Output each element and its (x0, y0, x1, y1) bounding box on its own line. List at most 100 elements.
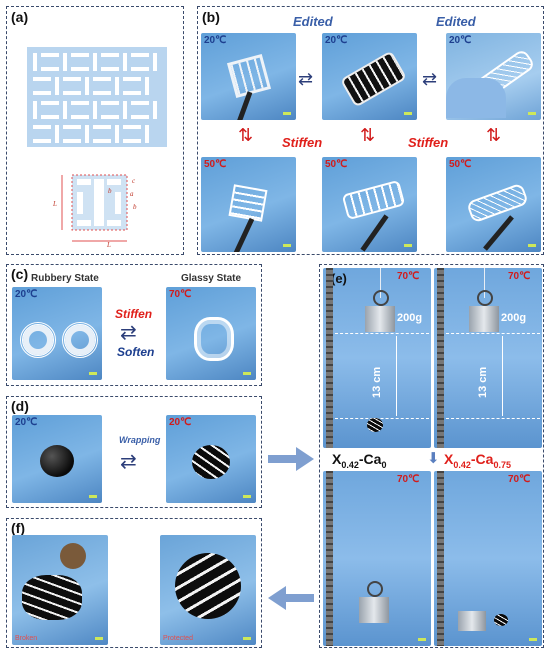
scale-bar (404, 112, 412, 115)
ruler (326, 268, 333, 448)
photo-f-protected: Protected (160, 535, 256, 645)
black-sphere (40, 445, 74, 477)
broken-note: Broken (15, 635, 38, 642)
formula-right: X0.42-Ca0.75 (444, 451, 511, 470)
panel-b-label: (b) (202, 9, 220, 25)
scale-bar (283, 244, 291, 247)
glassy-state-caption: Glassy State (181, 273, 242, 284)
spiral-disk-1 (20, 322, 56, 358)
rubbery-state-caption: Rubbery State (31, 273, 99, 284)
temp-label: 50℃ (325, 159, 348, 170)
distance-label: 13 cm (477, 366, 489, 398)
ruler (437, 471, 444, 646)
scale-bar (243, 637, 251, 640)
steel-weight (359, 597, 389, 623)
twisted-coil (194, 317, 234, 361)
weight-label: 200g (501, 312, 527, 324)
photo-b-2: 20℃ (322, 33, 417, 120)
bottom-dashed-line (446, 418, 540, 419)
panel-d-label: (d) (11, 398, 29, 414)
weight-hook (367, 581, 383, 597)
stiffen-cycle-icon: ⇅ (360, 125, 376, 145)
weight-hook (373, 290, 389, 306)
broken-sample (494, 614, 508, 626)
distance-label: 13 cm (371, 366, 383, 398)
dim-b-top: b (108, 187, 112, 195)
photo-e-bottom-right: 70℃ (434, 471, 542, 646)
protected-sphere (175, 553, 241, 619)
scale-bar (529, 638, 537, 641)
panel-a-label: (a) (11, 9, 29, 25)
unit-cell-diagram (61, 174, 128, 242)
ruler (437, 268, 444, 448)
cycle-arrow-icon: ⇄ (298, 69, 314, 89)
panel-d: (d) 20℃ Wrapping ⇄ 20℃ (6, 396, 262, 508)
cycle-arrow-icon: ⇄ (422, 69, 438, 89)
photo-d-left: 20℃ (12, 415, 102, 503)
ruler (326, 471, 333, 646)
temp-label: 70℃ (508, 271, 531, 282)
scale-bar (89, 372, 97, 375)
stiffen-label-2: Stiffen (408, 135, 449, 150)
formula-left: X0.42-Ca0 (332, 451, 387, 470)
wrapped-sample (367, 418, 383, 432)
panel-a: (a) (6, 6, 184, 255)
panel-f: (f) Broken Protected (6, 518, 262, 648)
photo-e-bottom-left: 70℃ (323, 471, 431, 646)
tweezer (483, 215, 514, 251)
temp-label: 20℃ (169, 417, 192, 428)
dim-a: a (130, 190, 134, 198)
arrow-to-e-icon (268, 447, 314, 471)
soften-label: Soften (117, 345, 155, 359)
edited-label-1: Edited (293, 14, 333, 29)
panel-f-label: (f) (11, 520, 25, 536)
top-dashed-line (446, 333, 540, 334)
panel-c: (c) Rubbery State Glassy State 20℃ Stiff… (6, 264, 262, 386)
lattice-tube-stiff (341, 179, 406, 221)
top-dashed-line (335, 333, 429, 334)
arrow-to-f-icon (268, 586, 314, 610)
spiral-disk-2 (62, 322, 98, 358)
gloved-hand (446, 78, 506, 118)
scale-bar (89, 495, 97, 498)
protected-note: Protected (163, 635, 193, 642)
down-arrow-icon: ⬇ (427, 450, 440, 467)
scale-bar (243, 372, 251, 375)
hanging-wire (484, 268, 485, 298)
panel-e-label: (e) (331, 271, 347, 286)
scale-bar (418, 638, 426, 641)
dim-L-vertical: L (53, 200, 57, 208)
photo-b-4: 50℃ (201, 157, 296, 252)
hanging-wire (380, 268, 381, 298)
lattice-cube-stiff (228, 184, 268, 222)
scale-bar (404, 244, 412, 247)
photo-c-glassy: 70℃ (166, 287, 256, 380)
temp-label: 20℃ (449, 35, 472, 46)
temp-label: 20℃ (15, 417, 38, 428)
dim-c: c (132, 177, 136, 185)
temp-label: 70℃ (169, 289, 192, 300)
distance-arrow (502, 336, 503, 416)
bottom-dashed-line (335, 418, 429, 419)
distance-arrow (396, 336, 397, 416)
scale-bar (243, 495, 251, 498)
temp-label: 70℃ (397, 271, 420, 282)
coin (60, 543, 86, 569)
temp-label: 70℃ (397, 474, 420, 485)
stiffen-cycle-icon: ⇅ (238, 125, 254, 145)
wrapped-sphere (192, 445, 230, 479)
photo-e-top-left: (e) 70℃ 200g 13 cm (323, 268, 431, 448)
steel-weight (365, 306, 395, 332)
photo-f-broken: Broken (12, 535, 108, 645)
dim-b-side: b (133, 203, 137, 211)
photo-b-3: 20℃ (446, 33, 541, 120)
tweezer (232, 217, 255, 252)
weight-label: 200g (397, 312, 423, 324)
dim-L-horizontal: L (107, 241, 111, 249)
swap-arrows-icon: ⇄ (120, 322, 137, 344)
scale-bar (528, 244, 536, 247)
lattice-sleeve-stiff (466, 182, 529, 224)
wrapping-label: Wrapping (119, 435, 161, 445)
fallen-weight (458, 611, 486, 631)
panel-e: (e) 70℃ 200g 13 cm 70℃ 200g 13 cm X0.42-… (319, 264, 544, 648)
